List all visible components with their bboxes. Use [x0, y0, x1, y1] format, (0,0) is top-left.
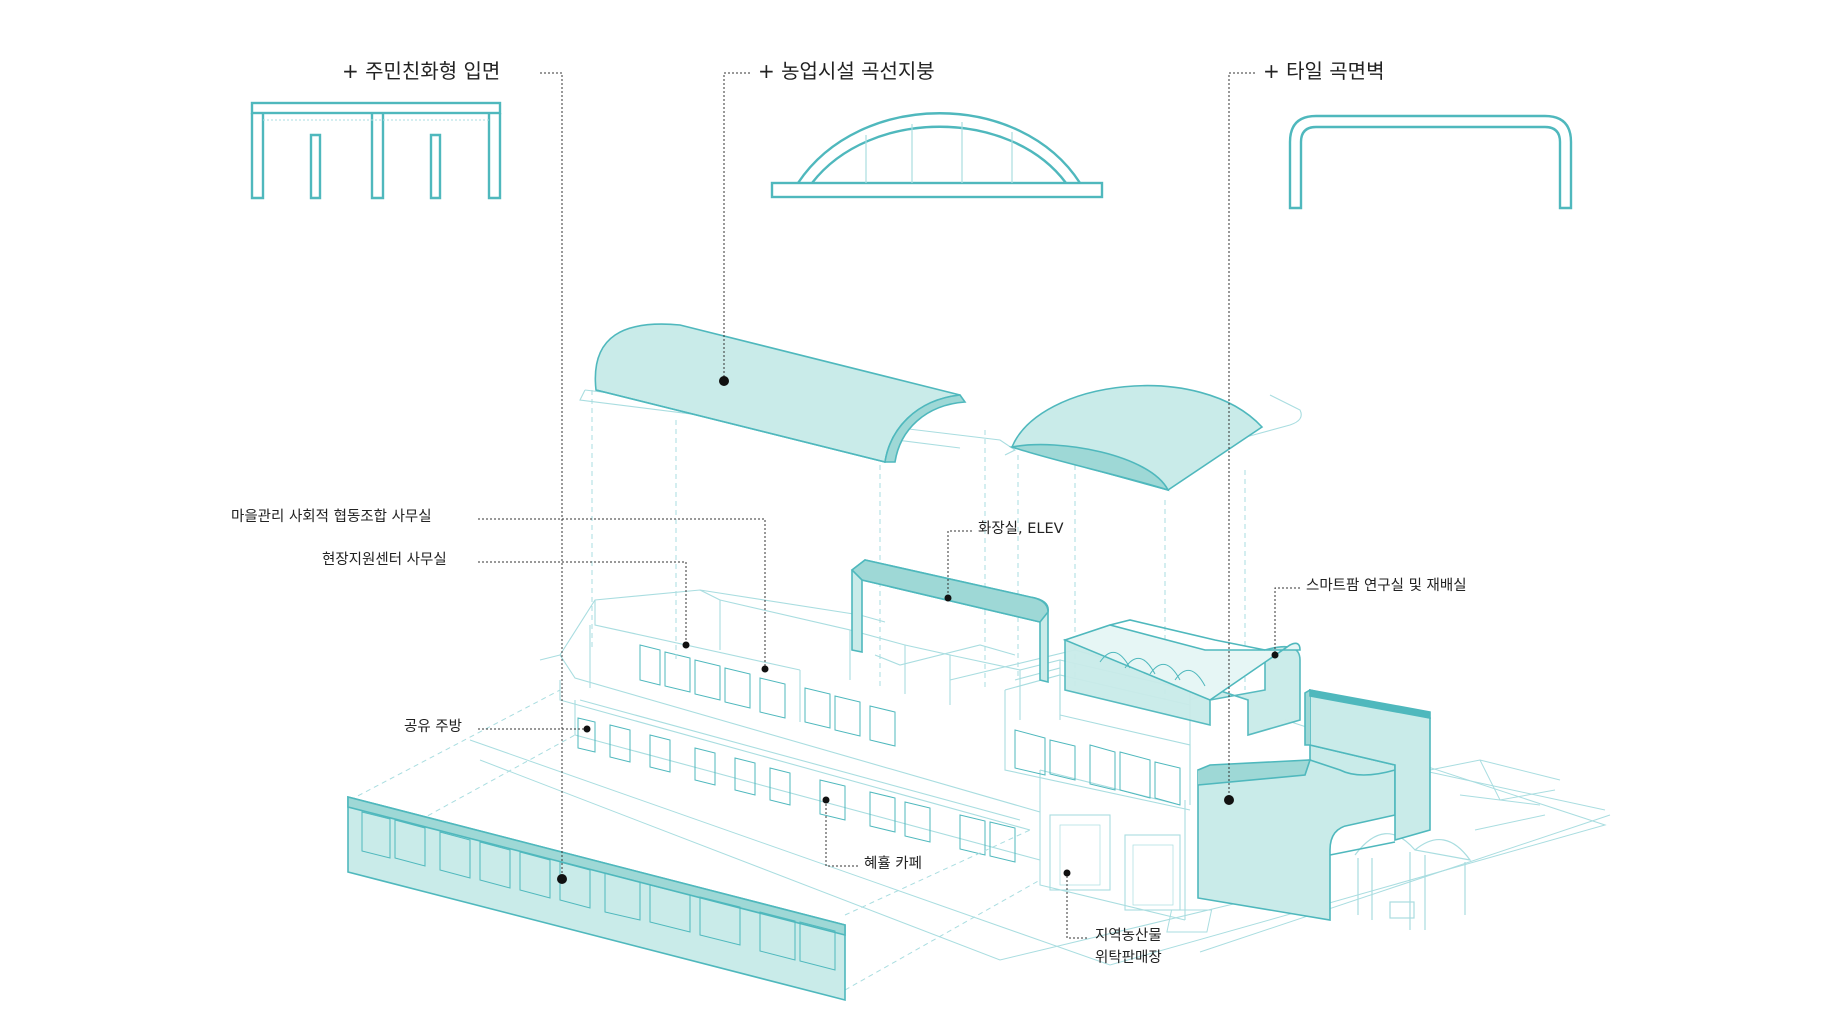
restroom-elev-block [850, 559, 1049, 684]
building-frame [539, 389, 1302, 921]
smartfarm-block [1062, 619, 1301, 737]
leader-lines [478, 72, 1300, 939]
curved-roof-icon [770, 112, 1104, 199]
tile-curved-wall [1197, 688, 1431, 921]
room-label-market-line1: 지역농산물 [1095, 928, 1162, 944]
pavilion [1354, 833, 1472, 930]
leader-dots [557, 376, 1279, 884]
curved-wall-icon [1288, 114, 1573, 210]
room-label-smartfarm: 스마트팜 연구실 및 재배실 [1306, 578, 1467, 594]
room-label-market-line2: 위탁판매장 [1095, 950, 1162, 966]
room-label-cafe: 혜휼 카페 [864, 856, 922, 872]
feature-label-facade: + 주민친화형 입면 [342, 59, 501, 83]
left-curved-roof [594, 323, 967, 463]
room-label-kitchen: 공유 주방 [404, 719, 462, 735]
storefront-windows [577, 717, 1016, 863]
facade-icon [250, 101, 502, 200]
feature-label-roof: + 농업시설 곡선지붕 [758, 59, 935, 83]
feature-label-wall: + 타일 곡면벽 [1263, 59, 1385, 83]
room-label-village-office: 마을관리 사회적 협동조합 사무실 [231, 509, 432, 525]
right-curved-roof [1008, 384, 1264, 492]
room-label-support-center: 현장지원센터 사무실 [322, 552, 447, 568]
room-label-restroom: 화장실, ELEV [978, 521, 1064, 537]
upper-windows [639, 644, 1181, 806]
facade-panel [347, 795, 846, 1002]
